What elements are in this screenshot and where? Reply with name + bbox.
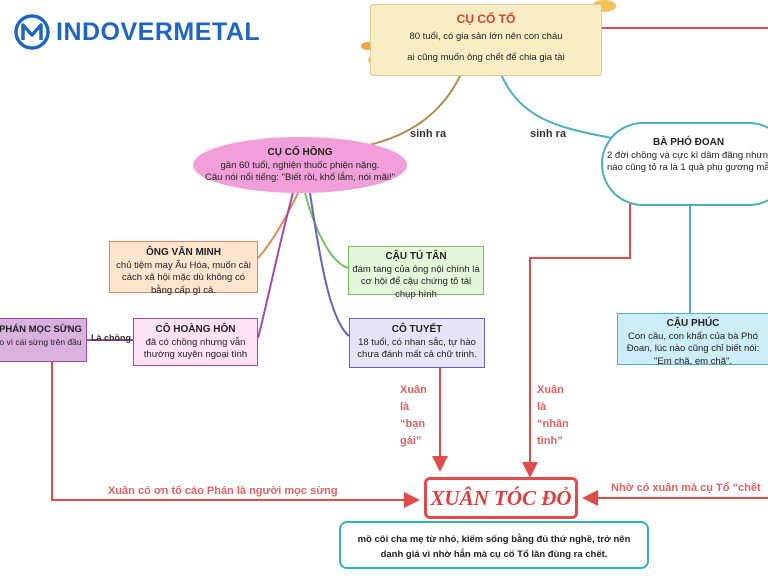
node-text: gần 60 tuổi, nghiện thuốc phiện nặng. [220, 159, 380, 171]
edge-label-line: “nhân [537, 418, 569, 431]
edge-hong-tuyet [309, 192, 350, 337]
logo-text: INDOVERMETAL [56, 17, 261, 46]
node-text: bằng cấp gì cả. [151, 285, 216, 297]
node-text: 18 tuổi, có nhan sắc, tự hào [358, 336, 476, 348]
logo: INDOVERMETAL [14, 14, 260, 50]
edge-doan-xuan [522, 200, 631, 478]
node-text: thường xuyên ngoại tình [143, 349, 248, 361]
node-title: PHÁN MỌC SỪNG [0, 324, 82, 335]
edge-label-nhan-tinh: Xuân là “nhân tình” [537, 382, 569, 450]
node-text: chưa đánh mất cả chữ trinh. [357, 349, 477, 361]
edge-hong-minh [257, 192, 299, 259]
node-text: o vì cái sừng trên đầu [0, 336, 82, 347]
node-co-tuyet: CÔ TUYẾT 18 tuổi, có nhan sắc, tự hào ch… [349, 318, 485, 368]
node-title: CẬU PHÚC [666, 318, 720, 329]
node-text: 80 tuổi, có gia sản lớn nên con cháu [409, 31, 563, 43]
node-text: nào cũng tỏ ra là 1 quả phụ gương mẫu [607, 162, 768, 174]
node-title: CÔ TUYẾT [391, 324, 443, 335]
edge-label-sinh-ra-left: sinh ra [410, 128, 447, 140]
node-title: CỤ CỐ TỔ [456, 12, 516, 26]
node-text: Câu nói nổi tiếng: "Biết rồi, khổ lắm, n… [205, 172, 395, 184]
node-text: Con cầu, con khẩn của bà Phó [628, 330, 758, 342]
node-title: XUÂN TÓC ĐỎ [430, 485, 572, 510]
edge-label-line: Xuân [537, 384, 564, 396]
edge-hong-hon [257, 192, 294, 339]
edge-label-line: Xuân [400, 384, 427, 396]
node-text: 2 đời chồng và cực kì dâm đãng nhưng [607, 149, 768, 161]
node-text: chụp hình [395, 289, 437, 301]
node-cau-phuc: CẬU PHÚC Con cầu, con khẩn của bà Phó Đo… [617, 313, 768, 367]
node-text: cơ hội để cậu chứng tỏ tài [360, 276, 472, 288]
edge-phan-xuan [51, 362, 420, 508]
node-text: Đoan, lúc nào cũng chỉ biết nói: [626, 343, 760, 355]
node-title: BÀ PHÓ ĐOAN [653, 137, 725, 148]
node-co-hoang-hon: CÔ HOÀNG HÔN đã có chồng nhưng vẫn thườn… [133, 318, 258, 366]
node-text: chủ tiệm may Âu Hóa, muốn cải [116, 259, 251, 271]
node-text: mồ côi cha mẹ từ nhỏ, kiếm sống bằng đủ … [357, 534, 631, 545]
node-text: danh giá vì nhờ hắn mà cụ cố Tổ lăn đùng… [380, 549, 608, 561]
logo-icon [14, 14, 50, 50]
node-title: CỤ CỐ HỒNG [267, 147, 333, 158]
node-title: ÔNG VĂN MINH [146, 247, 221, 258]
node-text: "Em chã, em chã". [653, 356, 733, 368]
node-title: CẬU TÚ TÂN [385, 251, 447, 262]
node-text: cách xã hội mặc dù không có [121, 272, 246, 284]
node-xuan-description: mồ côi cha mẹ từ nhỏ, kiếm sống bằng đủ … [339, 521, 649, 569]
node-ong-van-minh: ÔNG VĂN MINH chủ tiệm may Âu Hóa, muốn c… [109, 241, 258, 296]
node-cau-tu-tan: CẬU TÚ TÂN đám tang của ông nội chính là… [348, 246, 484, 300]
node-cu-co-to: CỤ CỐ TỔ 80 tuổi, có gia sản lớn nên con… [370, 4, 602, 76]
edge-label-line: tình” [537, 435, 563, 448]
node-cu-co-hong: CỤ CỐ HỒNG gần 60 tuổi, nghiện thuốc phi… [193, 137, 407, 193]
node-xuan-toc-do: XUÂN TÓC ĐỎ [424, 477, 578, 519]
node-text: đám tang của ông nội chính là [352, 263, 480, 275]
node-text: ai cũng muốn ông chết để chia gia tài [407, 52, 565, 63]
edge-label-ban-gai: Xuân là “bạn gái” [400, 382, 427, 450]
edge-label-sinh-ra-right: sinh ra [530, 128, 567, 140]
edge-label-right-arrow: Nhờ có xuân mà cụ Tổ “chết [611, 482, 761, 494]
edge-label-la-chong: Là chồng [91, 333, 131, 343]
node-title: CÔ HOÀNG HÔN [155, 324, 236, 335]
edge-label-line: là [400, 401, 410, 414]
edge-hong-tan [304, 192, 349, 269]
edge-root-doan [499, 71, 613, 139]
edge-label-line: là [537, 401, 547, 414]
node-phan-moc-sung: PHÁN MỌC SỪNG o vì cái sừng trên đầu [0, 318, 87, 362]
edge-label-line: “bạn [400, 418, 426, 431]
node-text: đã có chồng nhưng vẫn [145, 336, 246, 348]
node-ba-pho-doan: BÀ PHÓ ĐOAN 2 đời chồng và cực kì dâm đã… [601, 122, 768, 206]
edge-label-left-arrow: Xuân có ơn tố cáo Phán là người mọc sừng [108, 485, 338, 497]
edge-label-line: gái” [400, 435, 422, 448]
